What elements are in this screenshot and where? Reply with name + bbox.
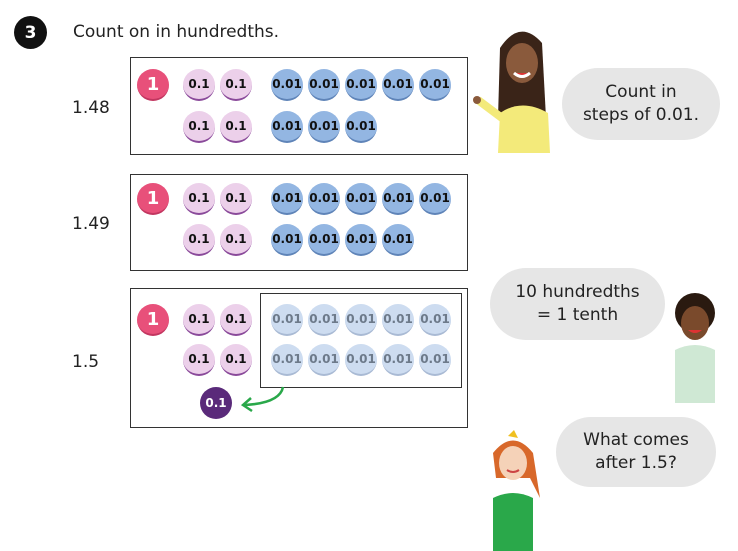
hundredth-counter: 0.01 xyxy=(308,69,340,101)
hundredth-counter: 0.01 xyxy=(271,224,303,256)
tenth-counter: 0.1 xyxy=(183,111,215,143)
hundredth-counter: 0.01 xyxy=(271,183,303,215)
hundredth-counter: 0.01 xyxy=(419,183,451,215)
ten-hundredths-group xyxy=(260,293,462,388)
speech-bubble-bottom: What comes after 1.5? xyxy=(556,417,716,487)
question-number-badge: 3 xyxy=(14,16,47,49)
tenth-counter: 0.1 xyxy=(220,344,252,376)
tenth-counter: 0.1 xyxy=(220,111,252,143)
hundredth-counter: 0.01 xyxy=(382,183,414,215)
hundredth-counter: 0.01 xyxy=(345,69,377,101)
tenth-counter: 0.1 xyxy=(220,69,252,101)
hundredth-counter: 0.01 xyxy=(382,69,414,101)
tenth-counter: 0.1 xyxy=(183,69,215,101)
hundredth-counter: 0.01 xyxy=(308,111,340,143)
tenth-counter: 0.1 xyxy=(183,304,215,336)
hundredth-counter: 0.01 xyxy=(271,111,303,143)
place-value-box-1 xyxy=(130,57,468,155)
hundredth-counter: 0.01 xyxy=(382,224,414,256)
hundredth-counter: 0.01 xyxy=(308,224,340,256)
exchanged-hundredth-counter: 0.01 xyxy=(419,344,451,376)
tenth-counter: 0.1 xyxy=(183,344,215,376)
question-title: Count on in hundredths. xyxy=(73,22,280,42)
hundredth-counter: 0.01 xyxy=(419,69,451,101)
tenth-counter: 0.1 xyxy=(220,304,252,336)
hundredth-counter: 0.01 xyxy=(345,183,377,215)
exchanged-hundredth-counter: 0.01 xyxy=(271,344,303,376)
new-tenth-counter: 0.1 xyxy=(200,387,232,419)
tenth-counter: 0.1 xyxy=(220,224,252,256)
tenth-counter: 0.1 xyxy=(183,224,215,256)
speech-bubble-top: Count in steps of 0.01. xyxy=(562,68,720,140)
exchanged-hundredth-counter: 0.01 xyxy=(308,304,340,336)
one-counter: 1 xyxy=(137,304,169,336)
exchanged-hundredth-counter: 0.01 xyxy=(382,344,414,376)
row-label: 1.5 xyxy=(72,352,100,372)
speech-bubble-middle: 10 hundredths = 1 tenth xyxy=(490,268,665,340)
hundredth-counter: 0.01 xyxy=(345,111,377,143)
red-haired-girl-character-icon xyxy=(493,430,540,551)
exchanged-hundredth-counter: 0.01 xyxy=(345,304,377,336)
one-counter: 1 xyxy=(137,183,169,215)
row-label: 1.49 xyxy=(72,214,110,234)
tenth-counter: 0.1 xyxy=(183,183,215,215)
hundredth-counter: 0.01 xyxy=(308,183,340,215)
hundredth-counter: 0.01 xyxy=(271,69,303,101)
exchanged-hundredth-counter: 0.01 xyxy=(271,304,303,336)
exchanged-hundredth-counter: 0.01 xyxy=(308,344,340,376)
hundredth-counter: 0.01 xyxy=(345,224,377,256)
exchanged-hundredth-counter: 0.01 xyxy=(382,304,414,336)
girl-character-icon xyxy=(473,31,550,153)
one-counter: 1 xyxy=(137,69,169,101)
exchanged-hundredth-counter: 0.01 xyxy=(419,304,451,336)
exchanged-hundredth-counter: 0.01 xyxy=(345,344,377,376)
row-label: 1.48 xyxy=(72,98,110,118)
boy-character-icon xyxy=(675,293,715,403)
tenth-counter: 0.1 xyxy=(220,183,252,215)
exchange-arrow-icon xyxy=(240,386,285,413)
